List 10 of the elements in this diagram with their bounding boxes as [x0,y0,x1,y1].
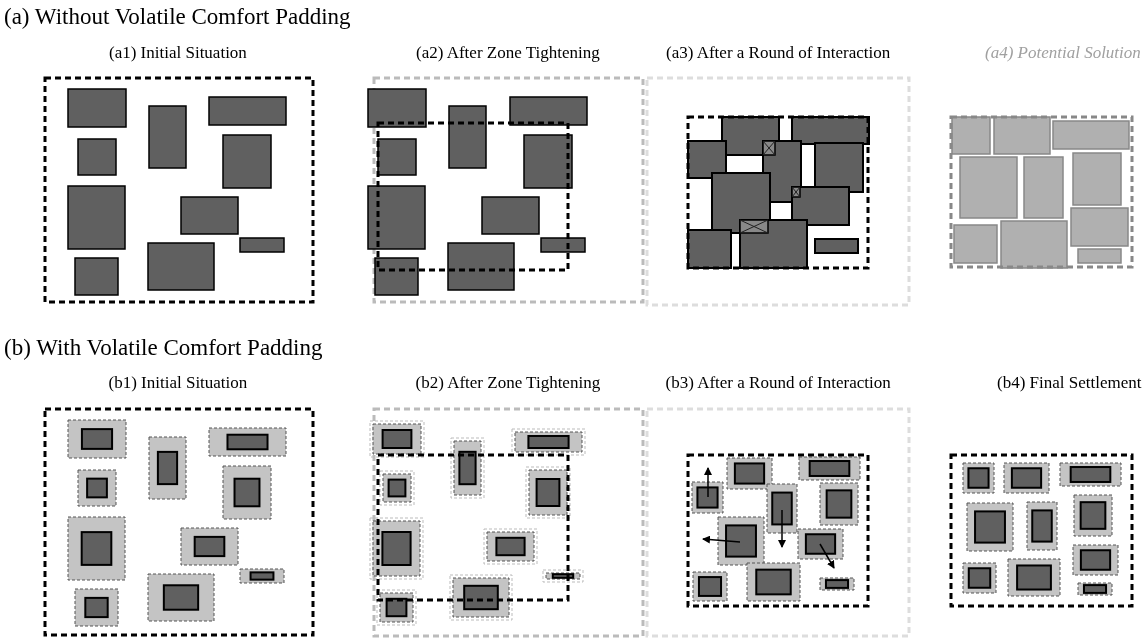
panel-caption: (a3) After a Round of Interaction [666,44,891,63]
section-heading: (b) With Volatile Comfort Padding [4,335,323,361]
panel-caption: (a1) Initial Situation [109,44,247,63]
section-heading: (a) Without Volatile Comfort Padding [4,4,351,30]
panel-caption: (a2) After Zone Tightening [416,44,600,63]
panel-caption: (b2) After Zone Tightening [415,374,601,393]
panel-caption: (b1) Initial Situation [108,374,248,393]
panel-caption: (b4) Final Settlement [997,374,1142,393]
panel-caption: (b3) After a Round of Interaction [665,374,891,393]
panel-caption: (a4) Potential Solution [985,44,1141,63]
